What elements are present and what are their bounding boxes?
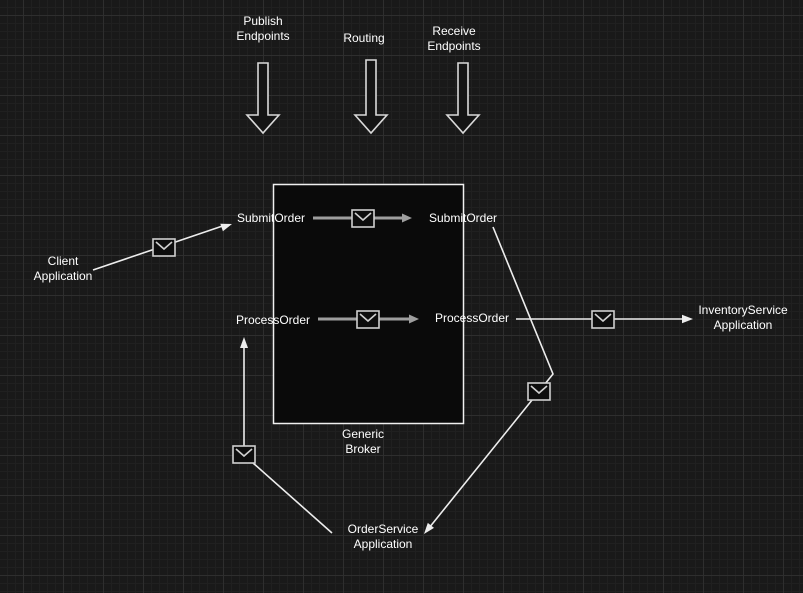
envelope-flap bbox=[359, 313, 377, 323]
message-envelope-icon bbox=[591, 310, 615, 329]
column-label-publish-endpoints: Publish Endpoints bbox=[236, 14, 290, 43]
client-application-node: Client Application bbox=[33, 254, 93, 283]
column-label-receive-endpoints: Receive Endpoints bbox=[427, 24, 481, 53]
envelope-body bbox=[591, 310, 615, 329]
arrowhead bbox=[424, 522, 434, 534]
envelope-flap bbox=[235, 448, 253, 458]
envelope-flap bbox=[594, 313, 612, 323]
publish-endpoint-submitorder-label: SubmitOrder bbox=[237, 211, 306, 225]
down-arrow-icon bbox=[245, 62, 281, 135]
column-label-routing: Routing bbox=[343, 31, 385, 45]
generic-broker-title: Generic Broker bbox=[341, 427, 385, 456]
submitorder-to-orderservice-line bbox=[428, 226, 554, 529]
message-envelope-icon bbox=[351, 209, 375, 228]
arrowhead bbox=[402, 213, 412, 223]
envelope-body bbox=[232, 445, 256, 464]
envelope-body bbox=[527, 382, 551, 401]
publish-endpoint-processorder-label: ProcessOrder bbox=[236, 313, 311, 327]
arrowhead bbox=[409, 314, 419, 324]
arrowhead bbox=[240, 337, 248, 348]
message-envelope-icon bbox=[356, 310, 380, 329]
down-arrow-icon bbox=[445, 62, 481, 135]
arrowhead bbox=[220, 223, 232, 232]
envelope-flap bbox=[530, 385, 548, 395]
envelope-body bbox=[356, 310, 380, 329]
envelope-flap bbox=[155, 241, 173, 251]
inventoryservice-application-node: InventoryService Application bbox=[698, 303, 788, 332]
envelope-body bbox=[351, 209, 375, 228]
down-arrow-icon bbox=[353, 59, 389, 135]
arrowhead bbox=[682, 314, 693, 324]
envelope-body bbox=[152, 238, 176, 257]
message-envelope-icon bbox=[232, 445, 256, 464]
envelope-flap bbox=[354, 212, 372, 222]
receive-endpoint-processorder-label: ProcessOrder bbox=[435, 311, 510, 325]
receive-endpoint-submitorder-label: SubmitOrder bbox=[429, 211, 498, 225]
message-envelope-icon bbox=[152, 238, 176, 257]
orderservice-application-node: OrderService Application bbox=[347, 522, 419, 551]
message-envelope-icon bbox=[527, 382, 551, 401]
